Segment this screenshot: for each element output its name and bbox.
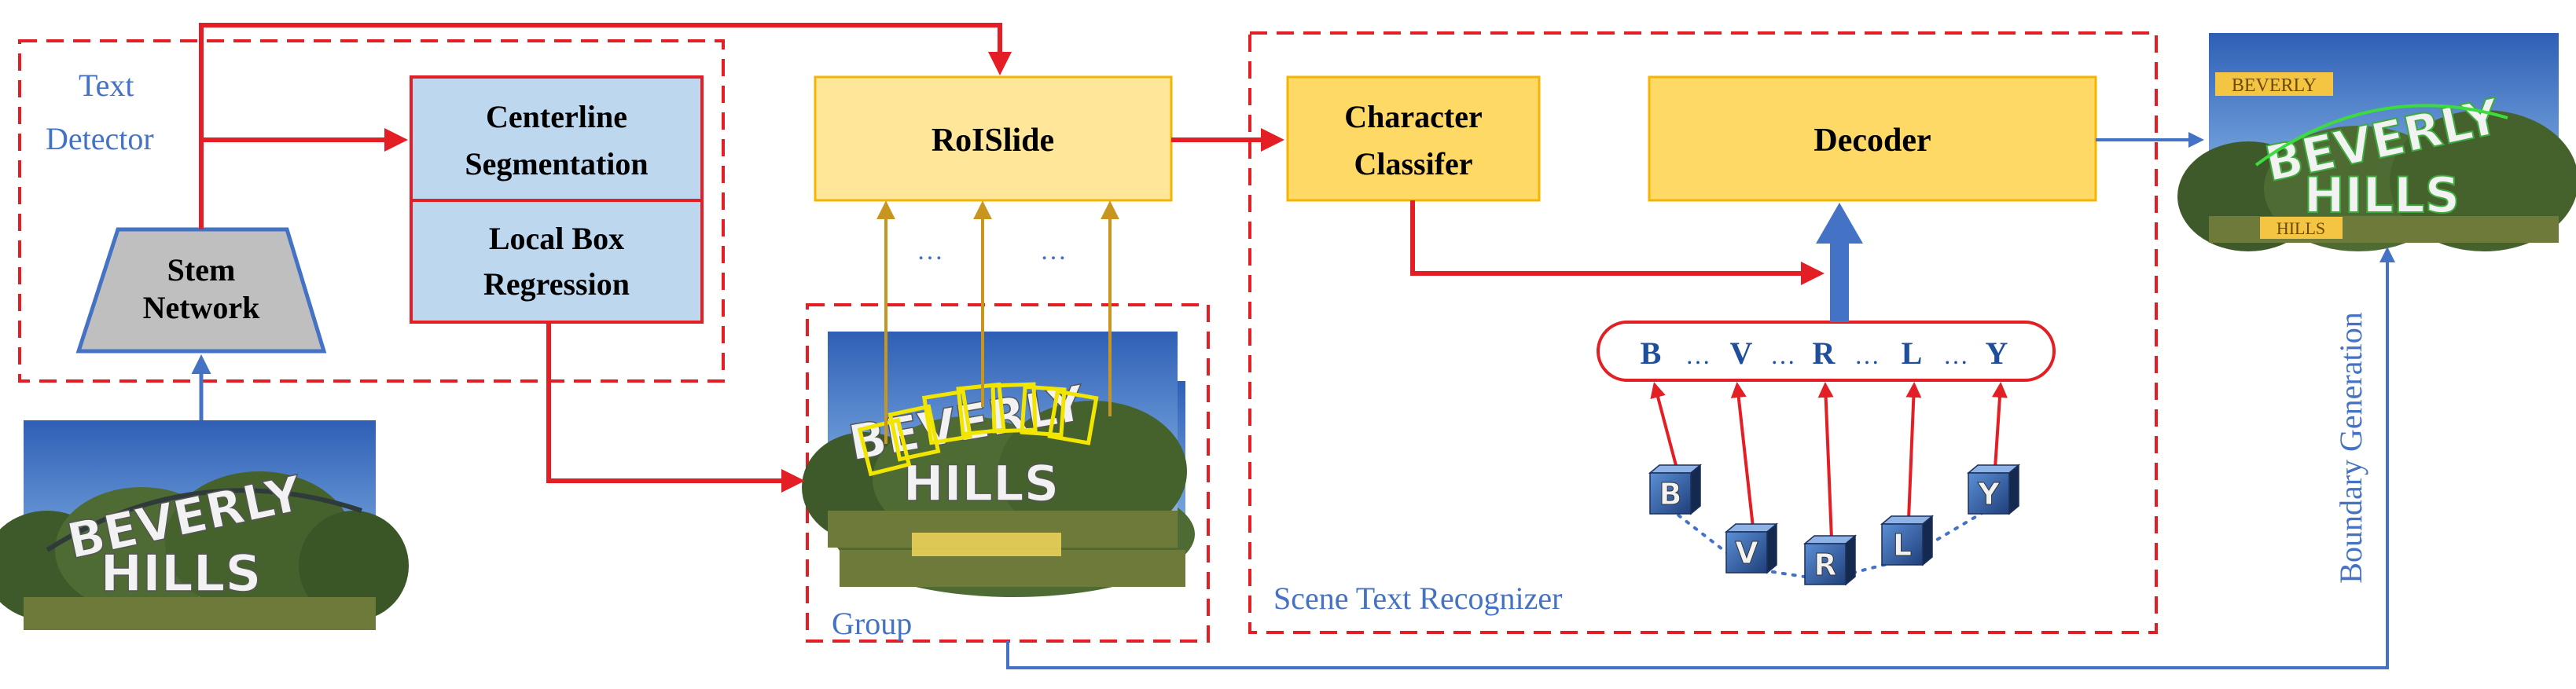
cube-arrow-l xyxy=(1905,382,1922,520)
cube-arrow-y xyxy=(1991,382,2008,469)
stem-network-block xyxy=(75,227,327,354)
classifier-to-decoder-arrow xyxy=(1410,200,1825,285)
centerline-segmentation-line1: Centerline xyxy=(486,99,627,134)
cube-letter-b: B xyxy=(1659,477,1682,511)
roislide-block xyxy=(814,75,1173,202)
stem-to-centerline-arrow xyxy=(199,128,408,229)
stem-to-roislide-arrow xyxy=(199,23,1012,229)
cube-l: L xyxy=(1880,515,1935,566)
cube-r: R xyxy=(1802,534,1858,586)
stem-network-label-line1: Stem xyxy=(167,252,236,288)
text-detector-label-line2: Detector xyxy=(46,121,154,156)
group-image-front: HILLS BEVERLY xyxy=(802,332,1187,548)
roislide-ellipsis-right: … xyxy=(1040,236,1067,266)
sequence-char-y: Y xyxy=(1986,335,2008,371)
text-detector-label-line1: Text xyxy=(79,68,134,103)
cube-letter-l: L xyxy=(1893,528,1912,563)
roislide-label: RoISlide xyxy=(932,123,1054,159)
centerline-segmentation-line2: Segmentation xyxy=(465,146,648,181)
input-sign-line2: HILLS xyxy=(100,545,261,603)
boundary-generation-arrow xyxy=(1006,247,2395,669)
sequence-ellipsis: … xyxy=(1854,341,1880,369)
sequence-ellipsis: … xyxy=(1770,341,1795,369)
local-box-regression-line1: Local Box xyxy=(489,221,624,256)
sequence-char-r: R xyxy=(1813,335,1836,371)
cube-y: Y xyxy=(1966,464,2021,515)
roislide-ellipsis-left: … xyxy=(917,236,943,266)
group-label: Group xyxy=(832,606,912,641)
scene-text-recognizer-frame xyxy=(1248,31,2158,634)
stem-network-label-line2: Network xyxy=(143,290,261,325)
output-sign-line2: HILLS xyxy=(2304,167,2460,224)
decoder-input-arrowhead xyxy=(1816,203,1863,244)
sequence-ellipsis: … xyxy=(1685,341,1711,369)
local-box-regression-block xyxy=(410,199,704,324)
regression-to-group-arrow xyxy=(546,322,805,493)
centerline-segmentation-block xyxy=(410,75,704,202)
output-tag-bottom-text: HILLS xyxy=(2277,218,2325,238)
cube-letter-y: Y xyxy=(1977,477,2000,511)
sequence-items: B … V … R … L … Y xyxy=(1641,335,2008,371)
character-classifier-block xyxy=(1286,75,1541,202)
output-image: BEVERLY HILLS BEVERLY HILLS xyxy=(2177,33,2576,251)
boundary-generation-label: Boundary Generation xyxy=(2333,312,2368,583)
cube-letter-r: R xyxy=(1813,548,1836,582)
sequence-pill xyxy=(1597,321,2056,382)
output-tag-top-text: BEVERLY xyxy=(2232,75,2317,96)
sequence-ellipsis: … xyxy=(1943,341,1968,369)
decoder-block xyxy=(1648,75,2097,202)
input-image: BEVERLY HILLS xyxy=(0,420,409,630)
cube-letter-v: V xyxy=(1735,536,1758,570)
character-classifier-line1: Character xyxy=(1344,99,1482,134)
sequence-char-v: V xyxy=(1730,335,1753,371)
group-thin-strip xyxy=(912,533,1061,556)
sequence-char-l: L xyxy=(1902,335,1923,371)
local-box-regression-line2: Regression xyxy=(483,266,630,302)
output-tag-top xyxy=(2215,72,2333,96)
decoder-label: Decoder xyxy=(1813,123,1931,159)
output-tag-bottom xyxy=(2260,217,2343,239)
cube-arrow-v xyxy=(1730,382,1755,528)
character-cubes: B V R L Y xyxy=(1648,382,2021,586)
text-detector-frame xyxy=(18,39,725,383)
character-box-group xyxy=(857,382,1099,477)
group-sign-line2: HILLS xyxy=(903,455,1060,512)
cube-arrow-r xyxy=(1817,382,1834,540)
cube-v: V xyxy=(1724,522,1779,574)
cube-b: B xyxy=(1648,464,1703,515)
character-classifier-line2: Classifer xyxy=(1354,146,1472,181)
decoder-input-shaft xyxy=(1830,234,1849,322)
cube-arrow-b xyxy=(1650,382,1678,469)
sequence-char-b: B xyxy=(1641,335,1662,371)
scene-text-recognizer-label: Scene Text Recognizer xyxy=(1273,581,1562,616)
